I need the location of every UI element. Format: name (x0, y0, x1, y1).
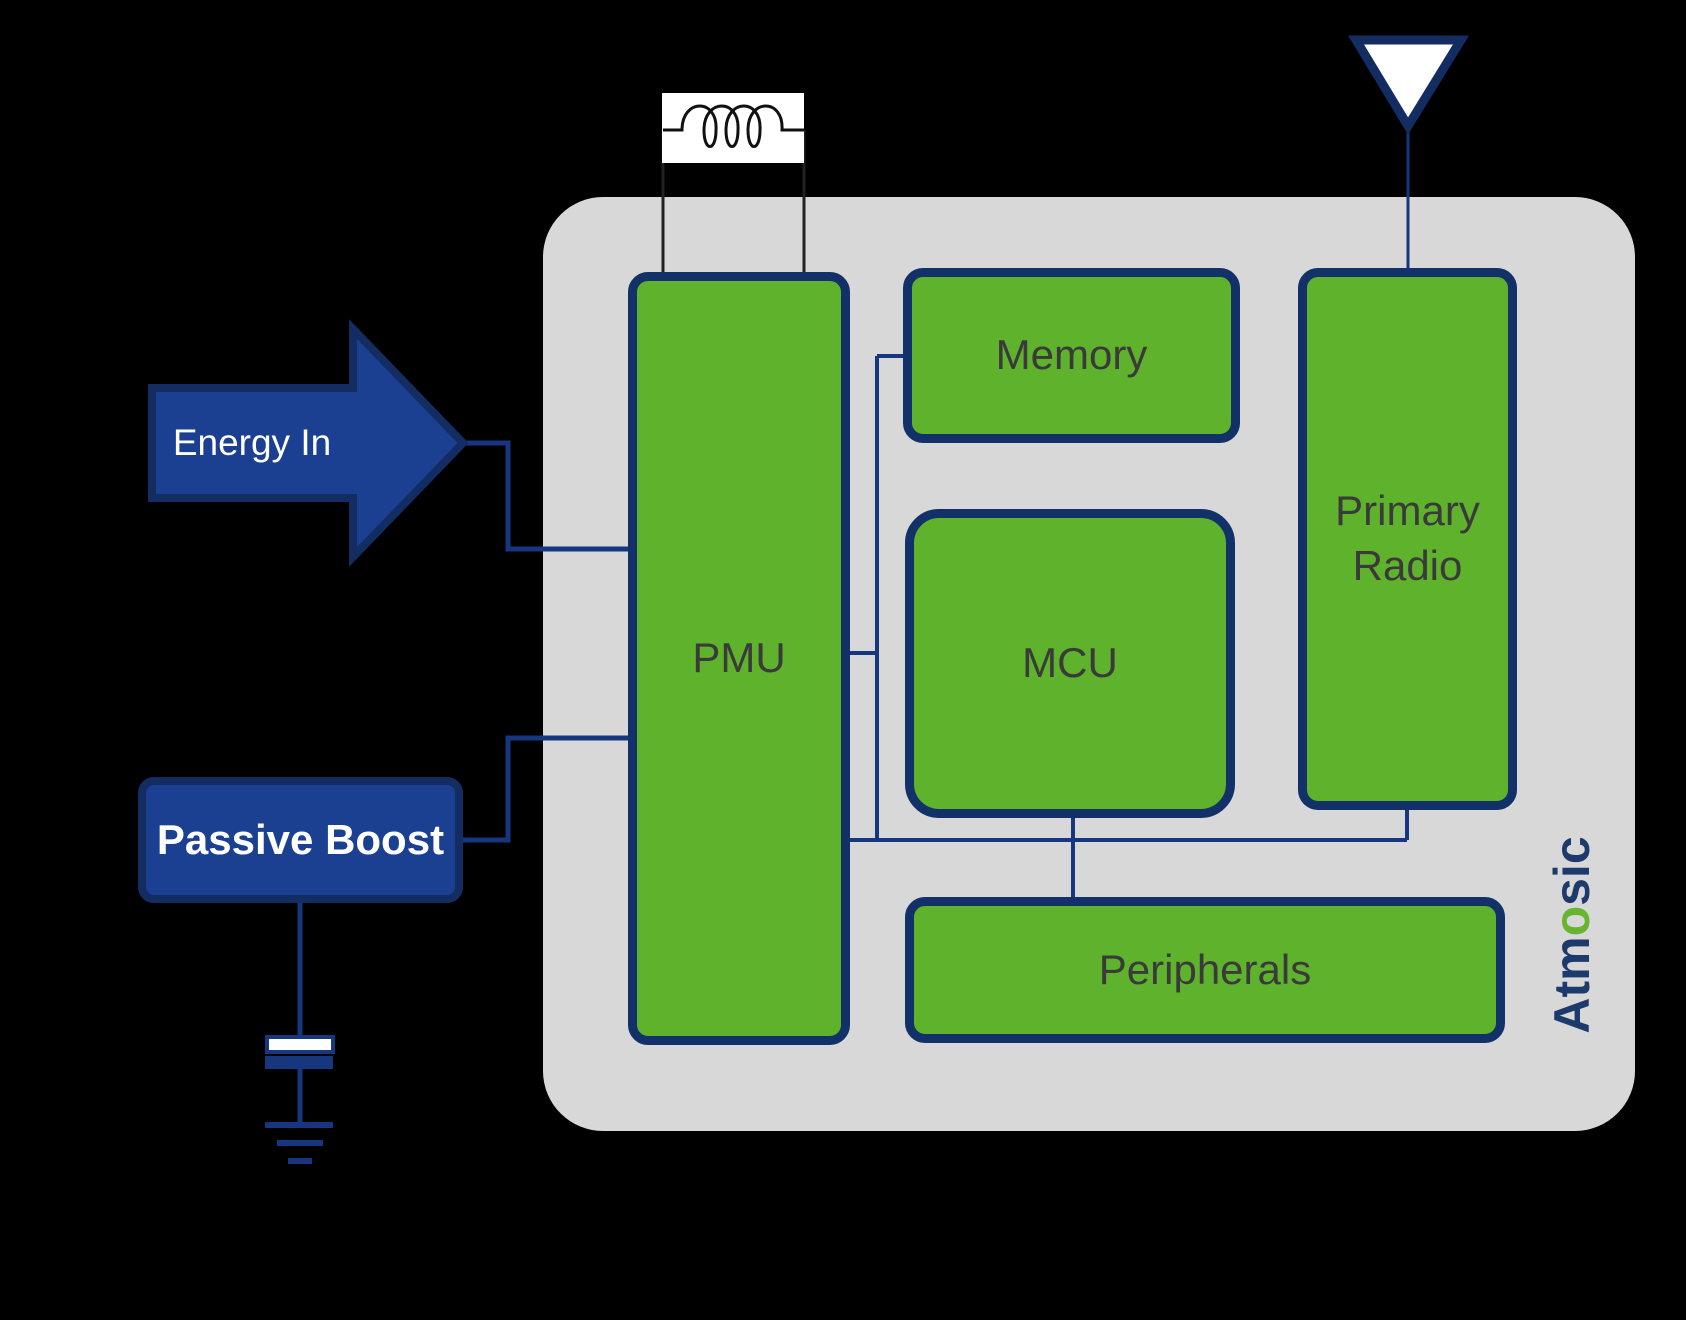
block-pmu-label: PMU (692, 634, 786, 682)
atmosic-logo-accent: o (1544, 905, 1600, 937)
block-memory: Memory (903, 268, 1240, 443)
ground-icon (265, 1122, 333, 1164)
block-primary-radio: Primary Radio (1298, 268, 1517, 810)
passive-boost-label: Passive Boost (156, 816, 445, 863)
block-mcu: MCU (905, 509, 1235, 818)
atmosic-logo-suffix: sic (1544, 836, 1600, 906)
block-primary-radio-label: Primary Radio (1335, 487, 1480, 589)
capacitor-icon (265, 903, 335, 1125)
antenna-icon (1348, 35, 1470, 135)
block-mcu-label: MCU (1022, 639, 1118, 687)
block-pmu: PMU (628, 272, 850, 1045)
block-peripherals: Peripherals (905, 897, 1505, 1043)
block-peripherals-label: Peripherals (1098, 945, 1312, 993)
energy-in-label: Energy In (172, 422, 332, 463)
atmosic-logo-prefix: Atm (1544, 936, 1600, 1034)
passive-boost-box: Passive Boost (138, 777, 463, 903)
block-memory-label: Memory (995, 331, 1148, 379)
